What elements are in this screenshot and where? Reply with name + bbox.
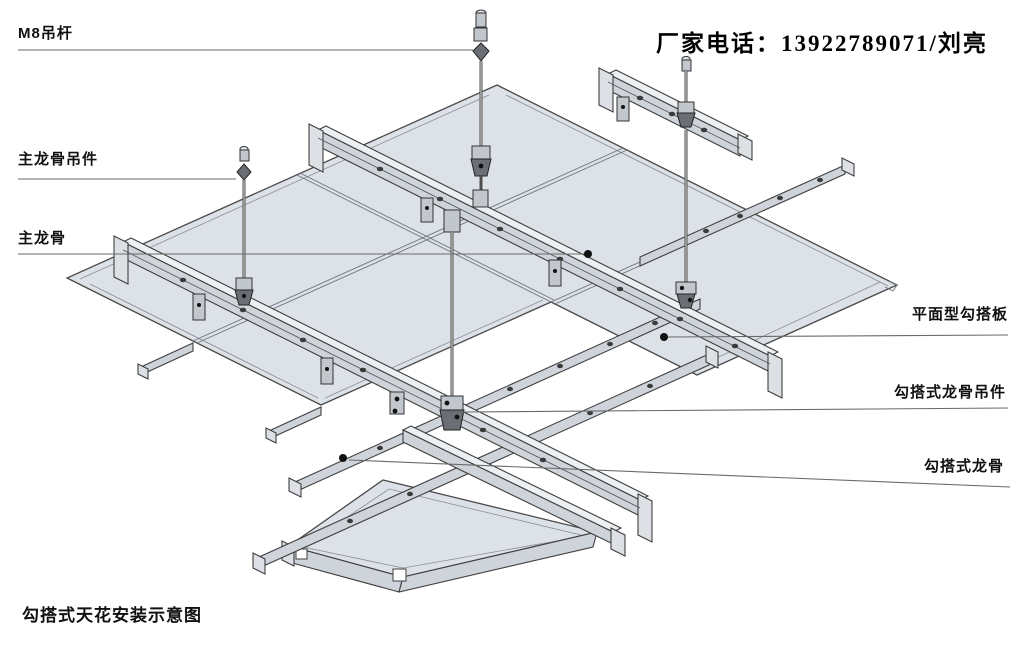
detached-panel-rim <box>398 531 598 593</box>
clamp <box>548 259 562 287</box>
main-keel-hanger-clamp <box>470 145 492 177</box>
callout-dot-hook-keel <box>339 454 347 462</box>
hook-keel-foreground <box>401 425 626 557</box>
label-main-keel: 主龙骨 <box>18 230 67 247</box>
hook-keel-hanger-clamp <box>675 281 697 309</box>
manufacturer-phone-notice: 厂家电话：13922789071/刘亮 <box>656 31 988 56</box>
label-hook-keel: 勾搭式龙骨 <box>923 458 1004 475</box>
panel-hook-notch <box>392 568 407 582</box>
callout-dot-main-keel <box>584 250 592 258</box>
hook-keels <box>137 157 855 575</box>
panel-fold-edge <box>694 281 881 369</box>
main-keel-hanger-clamp <box>234 277 254 306</box>
clamp <box>420 197 434 223</box>
panel-fold-edge <box>324 299 544 399</box>
clamp <box>320 357 334 385</box>
main-runner-left <box>113 235 653 543</box>
main-runner-middle <box>308 123 783 399</box>
panel-fold-edge <box>505 94 889 287</box>
hook-keel-stub <box>265 406 322 444</box>
label-m8-rod: M8吊杆 <box>18 25 73 42</box>
middle-lower-hanger-rod <box>389 209 465 431</box>
m8-hanger-rod <box>470 9 492 208</box>
right-hanger-rod <box>675 55 697 309</box>
hook-keel-hanger-clamp <box>389 391 465 431</box>
panel-fold-edge <box>89 283 319 399</box>
leader-hook-keel-hanger <box>462 407 1009 413</box>
clamp <box>616 96 630 122</box>
main-runners <box>113 67 783 543</box>
hanger-rods <box>234 9 697 431</box>
callout-dot-flat-panel <box>660 333 668 341</box>
rod-adjuster-nut <box>236 163 252 181</box>
hook-keel-middle <box>288 298 701 498</box>
keel-runner-clamps <box>192 96 630 385</box>
rod-adjuster-nut <box>472 42 490 62</box>
callout-leader-lines <box>18 49 1011 488</box>
left-hanger-rod <box>234 145 254 306</box>
hook-keel-stub <box>137 342 194 380</box>
label-flat-hook-panel: 平面型勾搭板 <box>911 306 1008 323</box>
clamp <box>192 293 206 321</box>
diagram-title: 勾搭式天花安装示意图 <box>22 606 202 625</box>
label-hook-keel-hanger: 勾搭式龙骨吊件 <box>893 384 1006 401</box>
label-main-keel-hanger: 主龙骨吊件 <box>18 151 99 168</box>
panel-corner-step <box>884 280 898 292</box>
hook-keel-top-right <box>639 157 855 267</box>
leader-hook-keel <box>348 459 1011 488</box>
leader-flat-hook-panel <box>667 334 1009 338</box>
